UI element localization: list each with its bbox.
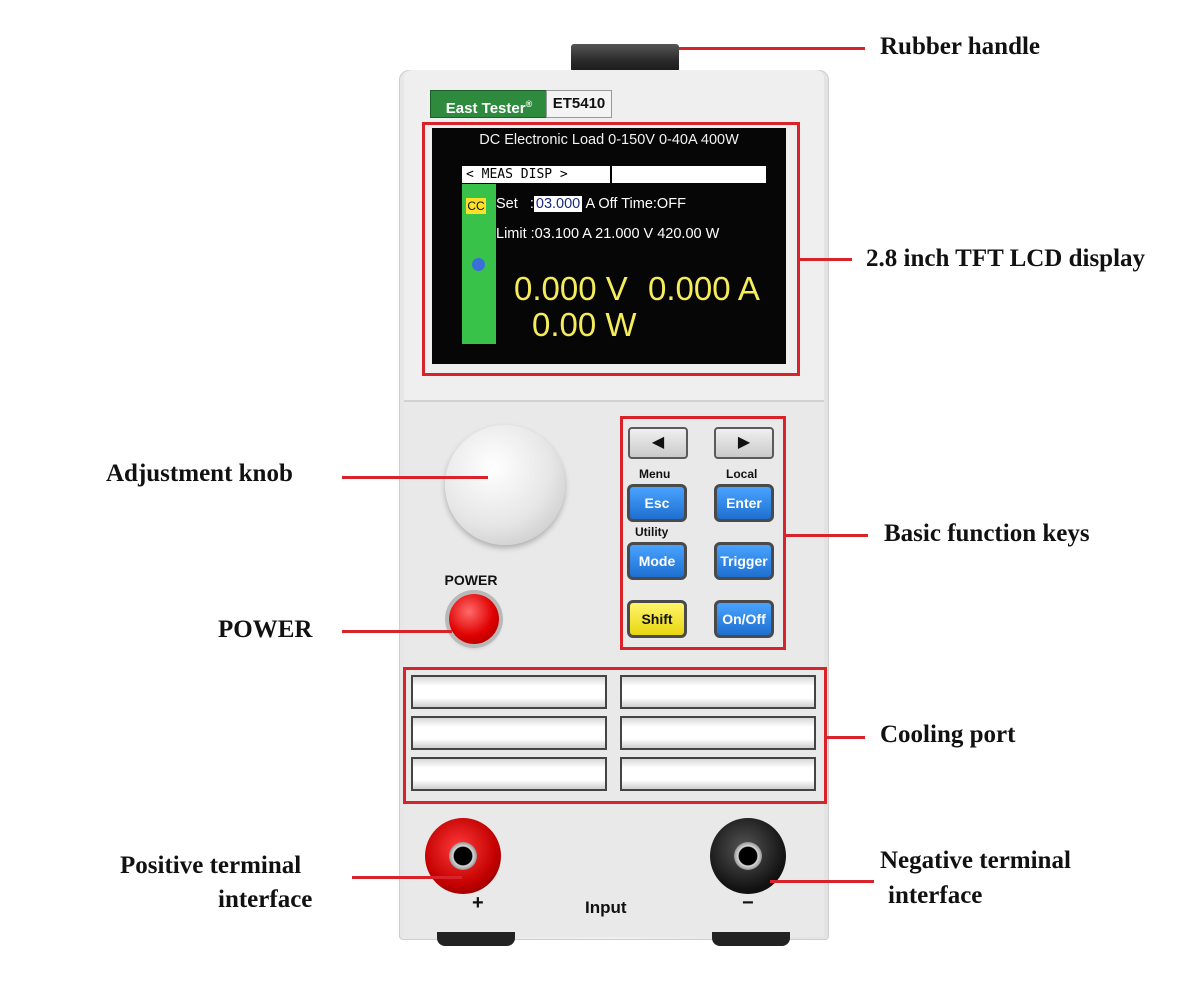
cooling-vent — [411, 675, 607, 709]
trigger-key[interactable]: Trigger — [714, 542, 774, 580]
callout-line-cooling — [827, 736, 865, 739]
input-label: Input — [585, 898, 627, 917]
local-label: Local — [726, 467, 758, 481]
right-arrow-key[interactable]: ▶ — [714, 427, 774, 459]
cooling-vent — [411, 757, 607, 791]
lcd-power-reading: 0.00 W — [532, 306, 637, 343]
negative-mark: − — [742, 892, 754, 914]
lcd-title: DC Electronic Load 0-150V 0-40A 400W — [479, 132, 739, 148]
esc-key[interactable]: Esc — [627, 484, 687, 522]
callout-negative-line1: Negative terminal — [880, 847, 1071, 874]
function-keys-highlight-frame — [620, 416, 786, 650]
lcd-display: DC Electronic Load 0-150V 0-40A 400W < M… — [432, 128, 786, 364]
device-foot — [437, 932, 515, 946]
lcd-tab-bar — [462, 166, 766, 183]
lcd-tabs: < MEAS DISP > — [466, 166, 612, 183]
callout-line-positive — [352, 876, 462, 879]
brand-badge: East Tester® — [430, 90, 548, 118]
callout-line-handle — [679, 47, 865, 50]
lcd-highlight-frame — [422, 122, 800, 376]
model-badge: ET5410 — [546, 90, 612, 118]
menu-label: Menu — [639, 467, 671, 481]
cooling-vent — [620, 716, 816, 750]
shift-key[interactable]: Shift — [627, 600, 687, 638]
callout-positive-line2: interface — [218, 886, 313, 913]
cooling-vent — [620, 757, 816, 791]
onoff-key[interactable]: On/Off — [714, 600, 774, 638]
left-arrow-key[interactable]: ◀ — [628, 427, 688, 459]
lcd-set-value: 03.000 — [533, 196, 583, 212]
lcd-limit-row: Limit :03.100 A 21.000 V 420.00 W — [496, 226, 719, 242]
callout-cooling-port: Cooling port — [880, 721, 1016, 748]
lcd-voltage-reading: 0.000 V — [514, 270, 628, 307]
callout-line-keys — [786, 534, 868, 537]
utility-label: Utility — [635, 525, 669, 539]
lcd-set-label: Set — [496, 196, 518, 212]
callout-lcd-display: 2.8 inch TFT LCD display — [866, 245, 1146, 272]
positive-terminal-socket — [449, 842, 477, 870]
lcd-set-row: Set :03.000 A Off Time:OFF — [496, 196, 686, 212]
cooling-vent — [411, 716, 607, 750]
lcd-mode-badge: CC — [466, 198, 486, 214]
callout-line-negative — [770, 880, 874, 883]
cooling-port-highlight-frame — [403, 667, 827, 804]
lcd-limit-value: :03.100 A 21.000 V 420.00 W — [530, 226, 720, 242]
callout-adjustment-knob: Adjustment knob — [106, 460, 293, 487]
callout-function-keys: Basic function keys — [884, 520, 1090, 547]
adjustment-knob[interactable] — [445, 425, 565, 545]
mode-key[interactable]: Mode — [627, 542, 687, 580]
callout-rubber-handle: Rubber handle — [880, 33, 1041, 60]
positive-mark: + — [472, 892, 484, 914]
device-foot — [712, 932, 790, 946]
rubber-handle — [571, 44, 679, 72]
callout-power: POWER — [218, 616, 313, 643]
callout-line-lcd — [800, 258, 852, 261]
lcd-status-dot-icon — [472, 258, 485, 271]
lcd-set-rest: A Off Time:OFF — [585, 196, 686, 212]
enter-key[interactable]: Enter — [714, 484, 774, 522]
power-button-label: POWER — [444, 572, 498, 588]
power-button[interactable] — [449, 594, 499, 644]
negative-terminal-socket — [734, 842, 762, 870]
cooling-vent — [620, 675, 816, 709]
lcd-limit-label: Limit — [496, 226, 527, 242]
lcd-current-reading: 0.000 A — [648, 270, 760, 307]
callout-positive-line1: Positive terminal — [120, 852, 302, 879]
callout-line-knob — [342, 476, 488, 479]
callout-negative-line2: interface — [888, 882, 983, 909]
callout-line-power — [342, 630, 452, 633]
